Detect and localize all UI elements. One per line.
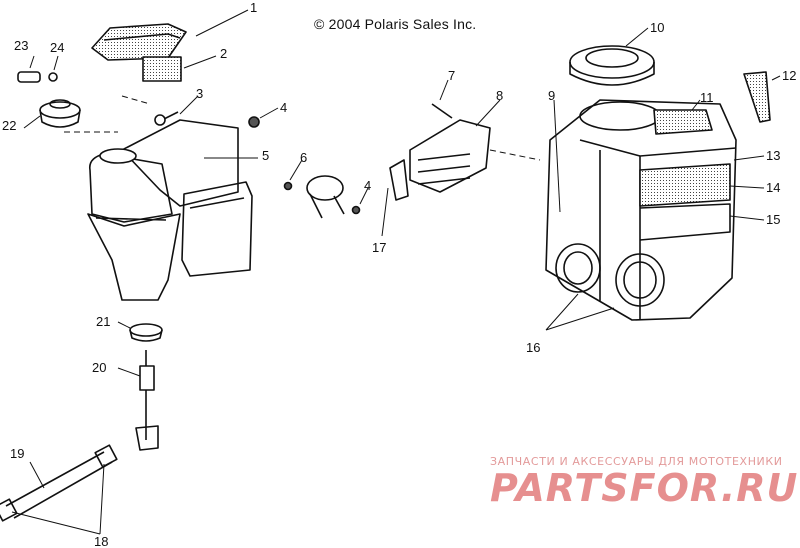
fuel-tank — [87, 119, 253, 301]
callout-11: 11 — [700, 90, 714, 105]
airbox-housing — [545, 99, 737, 321]
callout-18: 18 — [94, 534, 108, 548]
part-20-sender — [135, 350, 159, 451]
callout-22: 22 — [2, 118, 16, 133]
part-24-washer — [48, 72, 58, 82]
part-19-hose — [0, 444, 118, 522]
callout-14: 14 — [766, 180, 780, 195]
part-4-nut-b — [351, 205, 361, 215]
callout-5: 5 — [262, 148, 269, 163]
callout-2: 2 — [220, 46, 227, 61]
part-1-cover — [91, 23, 187, 61]
callout-19: 19 — [10, 446, 24, 461]
callout-13: 13 — [766, 148, 780, 163]
callout-12: 12 — [782, 68, 796, 83]
callout-10: 10 — [650, 20, 664, 35]
part-10-seal-ring — [569, 45, 655, 86]
part-12-latch — [743, 71, 771, 123]
copyright-notice: © 2004 Polaris Sales Inc. — [314, 16, 477, 32]
part-6-fuel-pump — [283, 175, 345, 219]
callout-21: 21 — [96, 314, 110, 329]
part-17-clip — [389, 159, 409, 201]
part-4-nut-a — [248, 116, 260, 128]
part-23-screw — [17, 71, 41, 83]
part-8-block — [409, 119, 491, 193]
callout-24: 24 — [50, 40, 64, 55]
callout-1: 1 — [250, 0, 257, 15]
part-21-grommet — [129, 323, 163, 342]
callout-4a: 4 — [280, 100, 287, 115]
part-22-cap — [39, 99, 81, 128]
part-2-pad — [142, 56, 182, 82]
watermark-logo: PARTSFOR.RU — [490, 466, 799, 510]
callout-16: 16 — [526, 340, 540, 355]
watermark-caption: ЗАПЧАСТИ И АКСЕССУАРЫ ДЛЯ МОТОТЕХНИКИ — [490, 455, 783, 468]
callout-4b: 4 — [364, 178, 371, 193]
callout-9: 9 — [548, 88, 555, 103]
callout-7: 7 — [448, 68, 455, 83]
part-7-bolt — [431, 103, 453, 119]
callout-17: 17 — [372, 240, 386, 255]
callout-23: 23 — [14, 38, 28, 53]
callout-8: 8 — [496, 88, 503, 103]
callout-15: 15 — [766, 212, 780, 227]
callout-6: 6 — [300, 150, 307, 165]
callout-20: 20 — [92, 360, 106, 375]
part-3-bolt — [154, 111, 179, 126]
callout-3: 3 — [196, 86, 203, 101]
